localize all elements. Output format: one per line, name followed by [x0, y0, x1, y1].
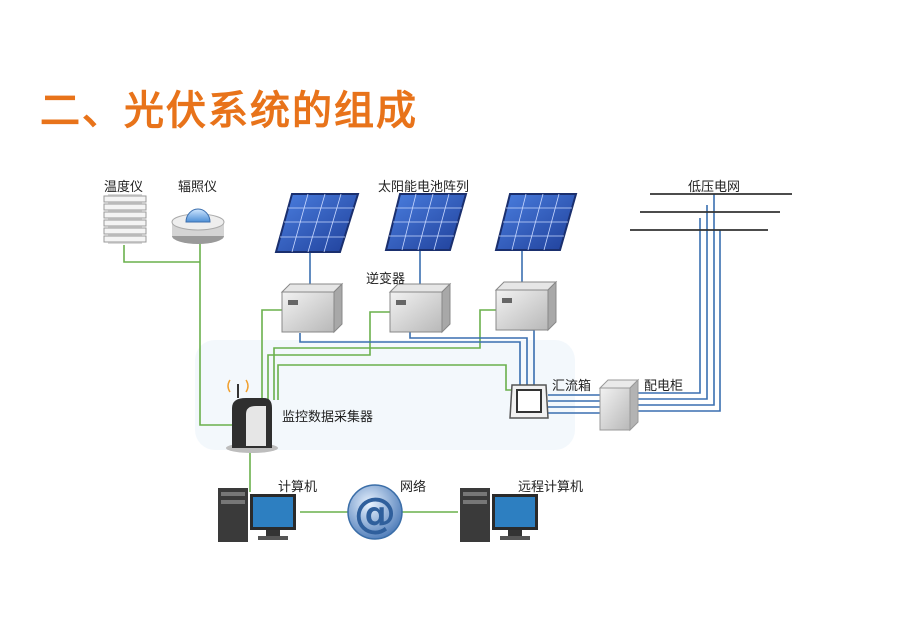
label-computer: 计算机: [278, 480, 318, 495]
label-solar-array: 太阳能电池阵列: [378, 180, 470, 195]
label-network: 网络: [400, 480, 427, 495]
inverter-3: [494, 280, 558, 332]
network-icon: @: [347, 484, 403, 540]
solar-panel-3: [494, 193, 578, 251]
blue-wires: [299, 194, 721, 414]
label-inverter: 逆变器: [366, 272, 406, 287]
label-distribution-cabinet: 配电柜: [644, 379, 684, 394]
background-glow: [195, 340, 575, 450]
label-low-voltage-grid: 低压电网: [688, 180, 741, 195]
computer-icon: [218, 488, 296, 542]
label-thermometer: 温度仪: [104, 180, 144, 195]
page-title: 二、光伏系统的组成: [40, 88, 418, 134]
label-combiner-box: 汇流箱: [552, 379, 592, 394]
grid-lines: [630, 193, 792, 231]
irradiance-meter-icon: [171, 208, 225, 244]
inverters: [280, 280, 558, 334]
data-collector-icon: [226, 379, 278, 453]
network-at-symbol: @: [354, 488, 396, 537]
label-irradiance-meter: 辐照仪: [178, 180, 218, 195]
solar-panel-1: [274, 193, 360, 253]
label-remote-computer: 远程计算机: [518, 480, 584, 495]
green-wires: [123, 240, 512, 513]
combiner-box-icon: [509, 384, 549, 419]
distribution-cabinet-icon: [598, 378, 640, 432]
solar-panel-2: [384, 193, 468, 251]
thermometer-icon: [103, 194, 147, 244]
remote-computer-icon: [460, 488, 538, 542]
solar-panels: [274, 193, 578, 253]
inverter-1: [280, 282, 344, 334]
label-data-collector: 监控数据采集器: [282, 410, 374, 425]
inverter-2: [388, 282, 452, 334]
